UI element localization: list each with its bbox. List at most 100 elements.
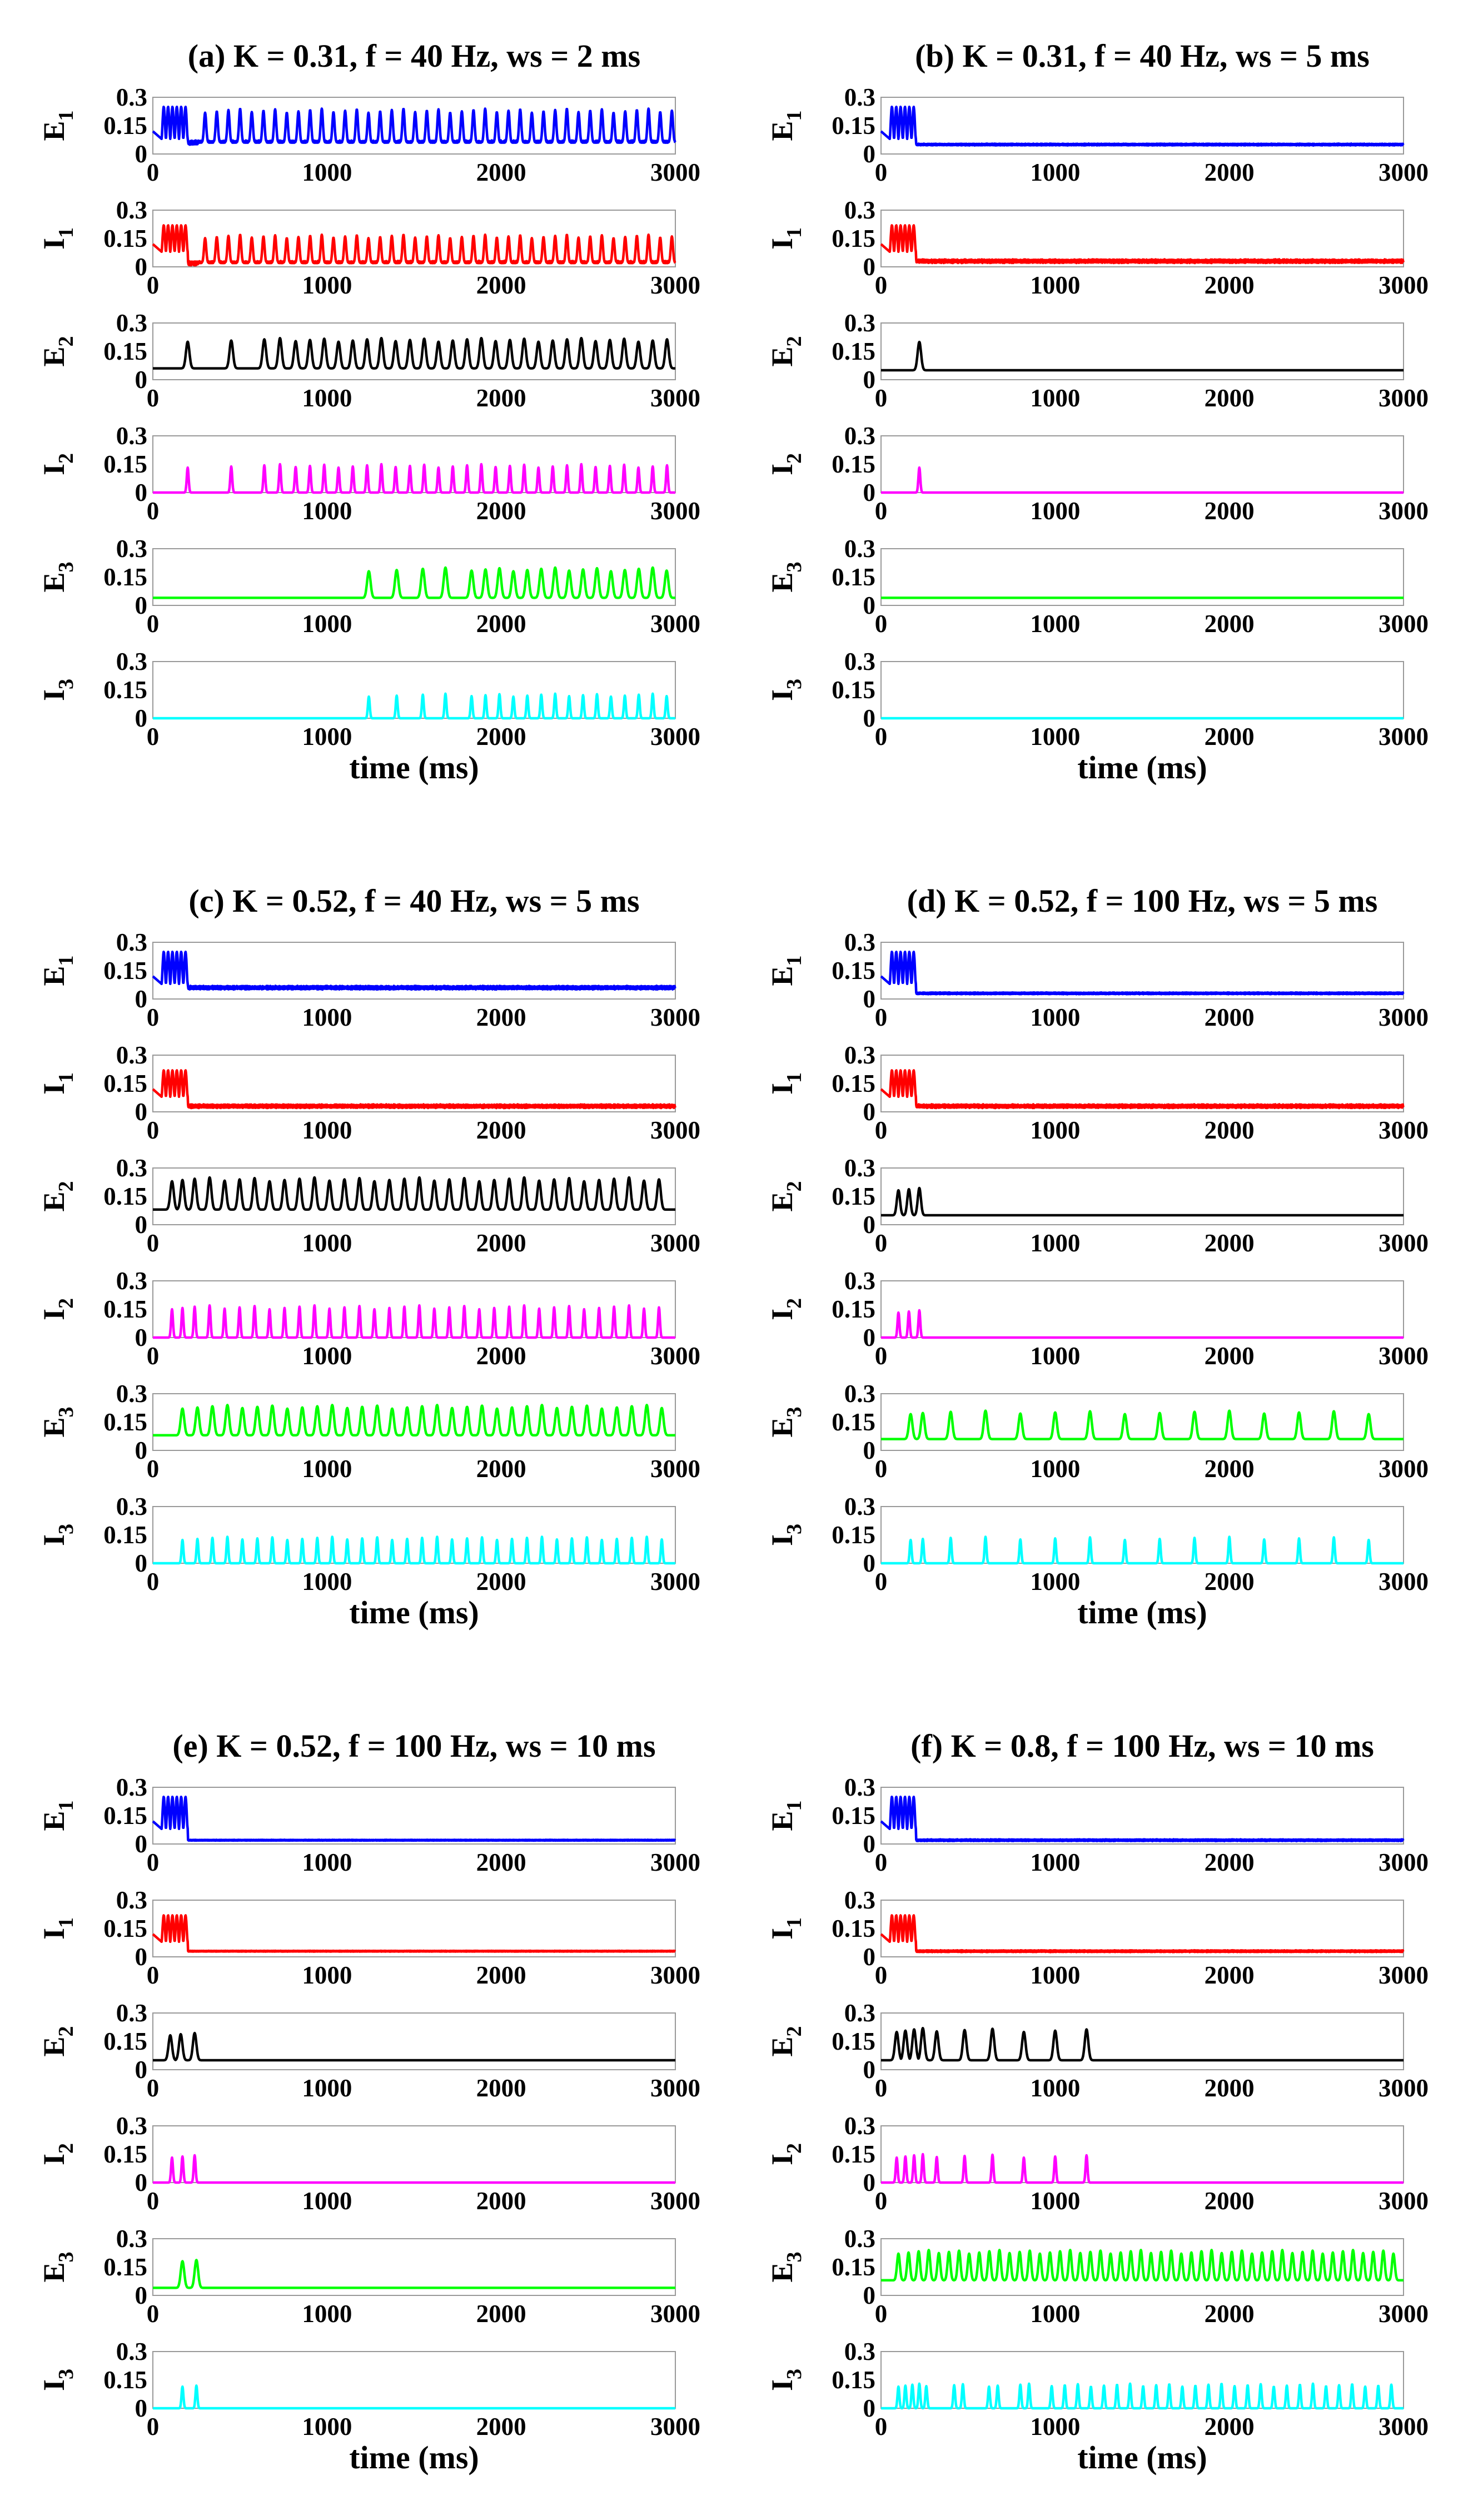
x-axis-label: time (ms) <box>1077 749 1207 786</box>
x-tick-label: 1000 <box>1030 1848 1080 1876</box>
axes-box <box>880 942 1404 1000</box>
y-axis-label-name: I <box>37 1534 71 1546</box>
y-tick-label: 0 <box>135 1549 148 1577</box>
x-tick-label: 1000 <box>1030 1116 1080 1144</box>
x-tick-label: 2000 <box>476 2074 526 2102</box>
y-axis-label-subscript: 1 <box>783 1800 806 1811</box>
axes-box <box>152 661 676 719</box>
x-tick-label: 0 <box>875 1848 888 1876</box>
y-tick-label: 0.3 <box>116 928 147 956</box>
panel-c: (c) K = 0.52, f = 40 Hz, ws = 5 ms00.150… <box>37 883 700 1631</box>
x-tick-label: 3000 <box>1379 2074 1429 2102</box>
series-line-E1 <box>152 1795 676 1842</box>
x-tick-label: 1000 <box>302 497 352 525</box>
y-tick-label: 0.15 <box>103 563 147 591</box>
y-axis-label: I3 <box>37 679 78 701</box>
y-tick-label: 0.3 <box>844 1380 875 1408</box>
x-tick-label: 2000 <box>476 1003 526 1031</box>
y-tick-label: 0.3 <box>844 2112 875 2140</box>
x-tick-label: 3000 <box>1379 2300 1429 2328</box>
y-tick-label: 0.15 <box>832 1182 875 1210</box>
y-axis-label: I1 <box>765 1072 806 1095</box>
y-axis-label-name: E <box>765 1417 799 1437</box>
y-axis-label-name: I <box>37 238 71 250</box>
y-axis-label-subscript: 3 <box>783 2251 806 2262</box>
x-tick-label: 0 <box>147 1961 160 1989</box>
y-axis-label: E3 <box>765 2251 806 2282</box>
x-tick-label: 0 <box>875 1229 888 1257</box>
x-tick-label: 3000 <box>1379 1116 1429 1144</box>
panel-title: (b) K = 0.31, f = 40 Hz, ws = 5 ms <box>915 38 1370 74</box>
x-tick-label: 2000 <box>1205 1003 1255 1031</box>
y-axis-label-subscript: 3 <box>54 2251 78 2262</box>
y-axis-label-name: E <box>37 966 71 986</box>
y-tick-label: 0.3 <box>844 196 875 224</box>
y-tick-label: 0.3 <box>116 1380 147 1408</box>
axes-box <box>880 1393 1404 1451</box>
y-axis-label: I2 <box>37 1298 78 1320</box>
y-axis-label-name: E <box>765 121 799 141</box>
series-line-E3 <box>152 1404 676 1437</box>
axes-box <box>880 1506 1404 1564</box>
y-tick-label: 0 <box>863 2169 876 2196</box>
y-axis-label-name: I <box>37 2379 71 2391</box>
y-tick-label: 0.3 <box>116 83 147 111</box>
x-tick-label: 1000 <box>302 271 352 299</box>
y-axis-label: I1 <box>765 227 806 250</box>
series-line-I2 <box>152 463 676 494</box>
series-line-E2 <box>880 340 1405 372</box>
y-axis-label: E3 <box>765 561 806 592</box>
x-tick-label: 3000 <box>650 610 700 638</box>
series-line-I2 <box>880 2153 1405 2184</box>
x-tick-label: 2000 <box>476 2300 526 2328</box>
x-tick-label: 2000 <box>1205 1116 1255 1144</box>
x-tick-label: 0 <box>147 1116 160 1144</box>
axes-box <box>152 2351 676 2409</box>
x-tick-label: 1000 <box>302 2413 352 2441</box>
y-tick-label: 0 <box>135 2282 148 2309</box>
y-axis-label: E1 <box>765 955 806 986</box>
series-line-I1 <box>152 224 676 267</box>
series-line-I3 <box>152 1535 676 1565</box>
x-tick-label: 1000 <box>302 1455 352 1483</box>
panel-e: (e) K = 0.52, f = 100 Hz, ws = 10 ms00.1… <box>37 1728 700 2476</box>
y-tick-label: 0.15 <box>103 2366 147 2394</box>
panel-b: (b) K = 0.31, f = 40 Hz, ws = 5 ms 00.150… <box>765 38 1429 786</box>
axes-box <box>152 1055 676 1112</box>
series-line-I3 <box>152 692 676 720</box>
y-tick-label: 0.3 <box>844 1154 875 1182</box>
y-tick-label: 0 <box>135 592 148 619</box>
y-axis-label-name: E <box>37 1417 71 1437</box>
y-axis-label-name: I <box>765 2154 799 2165</box>
x-tick-label: 0 <box>147 2187 160 2215</box>
x-tick-label: 2000 <box>1205 1848 1255 1876</box>
y-axis-label-name: I <box>37 1928 71 1940</box>
y-axis-label: I2 <box>765 453 806 475</box>
axes-box <box>880 210 1404 267</box>
x-tick-label: 2000 <box>476 610 526 638</box>
axes-box <box>880 1280 1404 1338</box>
series-line-I1 <box>152 1914 676 1953</box>
axes-box <box>152 942 676 1000</box>
x-tick-label: 0 <box>875 1568 888 1595</box>
y-axis-label-name: I <box>765 689 799 701</box>
y-tick-label: 0.15 <box>103 2140 147 2168</box>
y-tick-label: 0.15 <box>103 1408 147 1436</box>
series-line-E3 <box>152 566 676 599</box>
x-tick-label: 0 <box>147 610 160 638</box>
y-tick-label: 0.15 <box>832 563 875 591</box>
x-tick-label: 2000 <box>476 384 526 412</box>
x-tick-label: 1000 <box>302 1116 352 1144</box>
x-tick-label: 3000 <box>650 2300 700 2328</box>
y-tick-label: 0 <box>863 1830 876 1858</box>
x-tick-label: 2000 <box>476 1848 526 1876</box>
